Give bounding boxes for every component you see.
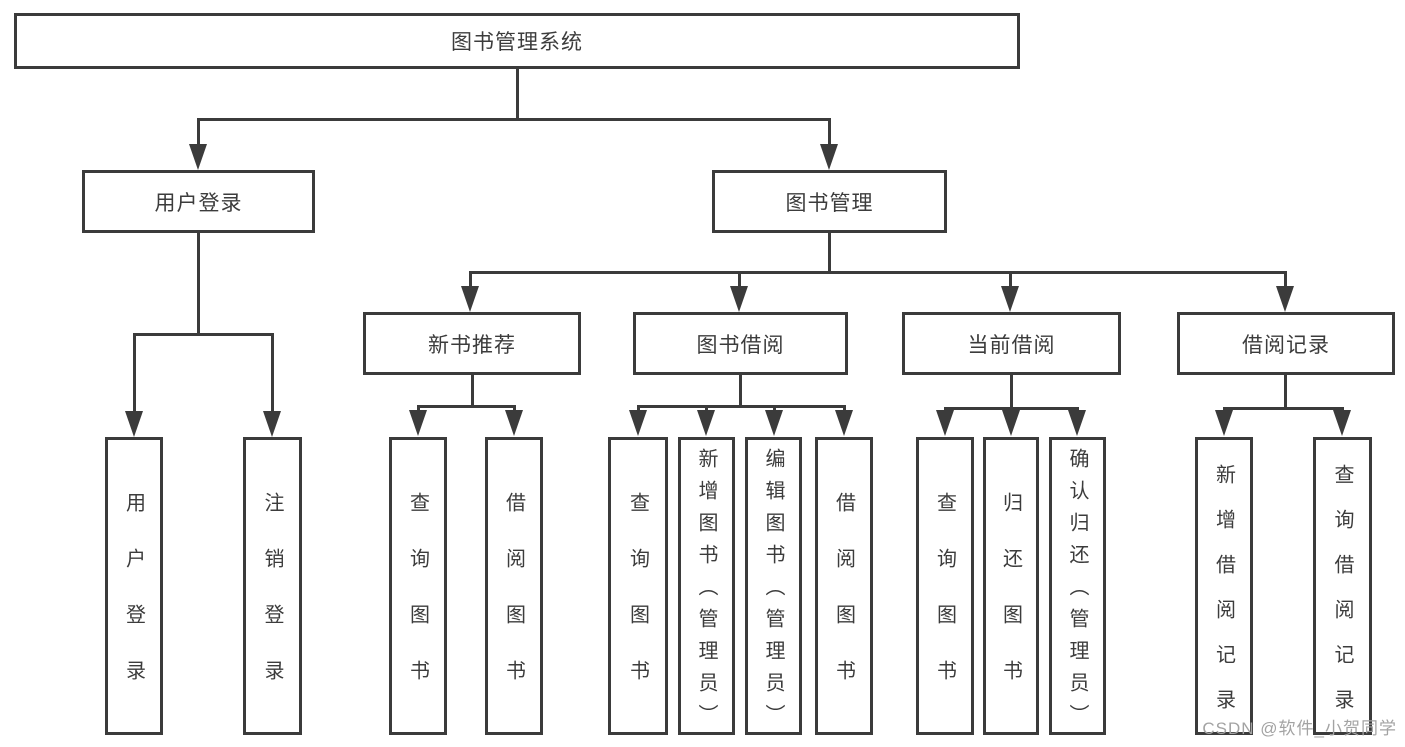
arrow-down-icon bbox=[936, 410, 954, 436]
leaf-confirm-return-admin-label: 确认归还（管理员） bbox=[1066, 448, 1088, 736]
node-book-management: 图书管理 bbox=[712, 170, 947, 233]
connector-stem bbox=[773, 405, 776, 413]
node-book-management-label: 图书管理 bbox=[785, 191, 874, 215]
node-current-borrowing-label: 当前借阅 bbox=[967, 333, 1056, 357]
leaf-query-books-borrowing: 查询图书 bbox=[608, 437, 668, 735]
connector-stem-leaf-login bbox=[133, 333, 136, 415]
leaf-user-login: 用户登录 bbox=[105, 437, 163, 735]
node-user-login: 用户登录 bbox=[82, 170, 315, 233]
node-current-borrowing: 当前借阅 bbox=[902, 312, 1121, 375]
leaf-edit-books-admin: 编辑图书（管理员） bbox=[745, 437, 802, 736]
connector-new-books-branch bbox=[417, 405, 516, 408]
connector-stem bbox=[637, 405, 640, 413]
connector-records-branch bbox=[1223, 407, 1344, 410]
arrow-down-icon bbox=[409, 410, 427, 436]
connector-new-books-drop bbox=[471, 375, 474, 407]
connector-stem-borrowing bbox=[738, 271, 741, 289]
arrow-down-icon bbox=[1276, 286, 1294, 312]
connector-book-mgmt-drop bbox=[828, 233, 831, 273]
arrow-down-icon bbox=[1215, 410, 1233, 436]
leaf-query-borrow-record-label: 查询借阅记录 bbox=[1331, 463, 1353, 734]
leaf-borrow-books-recommend-label: 借阅图书 bbox=[502, 492, 525, 716]
node-new-book-recommend: 新书推荐 bbox=[363, 312, 581, 375]
arrow-down-icon bbox=[1068, 410, 1086, 436]
leaf-query-books-current-label: 查询图书 bbox=[933, 492, 956, 716]
arrow-down-icon bbox=[1002, 410, 1020, 436]
leaf-add-borrow-record: 新增借阅记录 bbox=[1195, 437, 1253, 735]
arrow-down-icon bbox=[765, 410, 783, 436]
leaf-add-borrow-record-label: 新增借阅记录 bbox=[1212, 463, 1235, 734]
arrow-down-icon bbox=[189, 144, 207, 170]
node-root-label: 图书管理系统 bbox=[451, 31, 583, 54]
arrow-down-icon bbox=[730, 286, 748, 312]
node-book-borrowing: 图书借阅 bbox=[633, 312, 848, 375]
arrow-down-icon bbox=[820, 144, 838, 170]
arrow-down-icon bbox=[263, 411, 281, 437]
connector-borrowing-branch bbox=[637, 405, 846, 408]
connector-stem bbox=[843, 405, 846, 413]
leaf-return-books: 归还图书 bbox=[983, 437, 1039, 735]
connector-records-drop bbox=[1284, 375, 1287, 409]
leaf-borrow-books-label: 借阅图书 bbox=[832, 492, 855, 716]
leaf-edit-books-admin-label: 编辑图书（管理员） bbox=[762, 448, 784, 736]
leaf-logout-label: 注销登录 bbox=[261, 492, 283, 716]
node-new-book-recommend-label: 新书推荐 bbox=[428, 333, 516, 357]
leaf-logout: 注销登录 bbox=[243, 437, 302, 735]
connector-stem-leaf-logout bbox=[271, 333, 274, 415]
arrow-down-icon bbox=[629, 410, 647, 436]
arrow-down-icon bbox=[461, 286, 479, 312]
leaf-user-login-label: 用户登录 bbox=[122, 492, 145, 716]
connector-root-drop bbox=[516, 68, 519, 120]
connector-user-login-drop bbox=[197, 233, 200, 335]
leaf-borrow-books: 借阅图书 bbox=[815, 437, 873, 735]
connector-stem-new-books bbox=[469, 271, 472, 289]
node-book-borrowing-label: 图书借阅 bbox=[696, 333, 785, 357]
node-user-login-label: 用户登录 bbox=[154, 191, 243, 215]
arrow-down-icon bbox=[125, 411, 143, 437]
leaf-query-books-recommend-label: 查询图书 bbox=[406, 492, 429, 716]
arrow-down-icon bbox=[1333, 410, 1351, 436]
connector-borrowing-drop bbox=[739, 375, 742, 407]
arrow-down-icon bbox=[1001, 286, 1019, 312]
node-root: 图书管理系统 bbox=[14, 13, 1020, 69]
leaf-confirm-return-admin: 确认归还（管理员） bbox=[1049, 437, 1106, 736]
leaf-query-books-recommend: 查询图书 bbox=[389, 437, 447, 735]
leaf-borrow-books-recommend: 借阅图书 bbox=[485, 437, 543, 735]
connector-stem-book-mgmt bbox=[828, 118, 831, 148]
node-borrowing-records-label: 借阅记录 bbox=[1242, 333, 1330, 357]
connector-stem-current bbox=[1009, 271, 1012, 289]
connector-current-drop bbox=[1010, 375, 1013, 409]
arrow-down-icon bbox=[505, 410, 523, 436]
connector-stem-records bbox=[1284, 271, 1287, 289]
leaf-query-borrow-record: 查询借阅记录 bbox=[1313, 437, 1372, 735]
leaf-query-books-current: 查询图书 bbox=[916, 437, 974, 735]
connector-stem bbox=[513, 405, 516, 413]
connector-book-mgmt-branch bbox=[469, 271, 1287, 274]
connector-user-login-branch bbox=[133, 333, 274, 336]
leaf-query-books-borrowing-label: 查询图书 bbox=[626, 492, 649, 716]
connector-stem bbox=[417, 405, 420, 413]
connector-root-branch bbox=[197, 118, 831, 121]
leaf-add-books-admin-label: 新增图书（管理员） bbox=[695, 448, 717, 736]
connector-stem-user-login bbox=[197, 118, 200, 148]
leaf-add-books-admin: 新增图书（管理员） bbox=[678, 437, 735, 736]
arrow-down-icon bbox=[835, 410, 853, 436]
connector-stem bbox=[705, 405, 708, 413]
leaf-return-books-label: 归还图书 bbox=[999, 492, 1022, 716]
node-borrowing-records: 借阅记录 bbox=[1177, 312, 1395, 375]
arrow-down-icon bbox=[697, 410, 715, 436]
watermark: CSDN @软件_小贺同学 bbox=[1202, 719, 1397, 738]
